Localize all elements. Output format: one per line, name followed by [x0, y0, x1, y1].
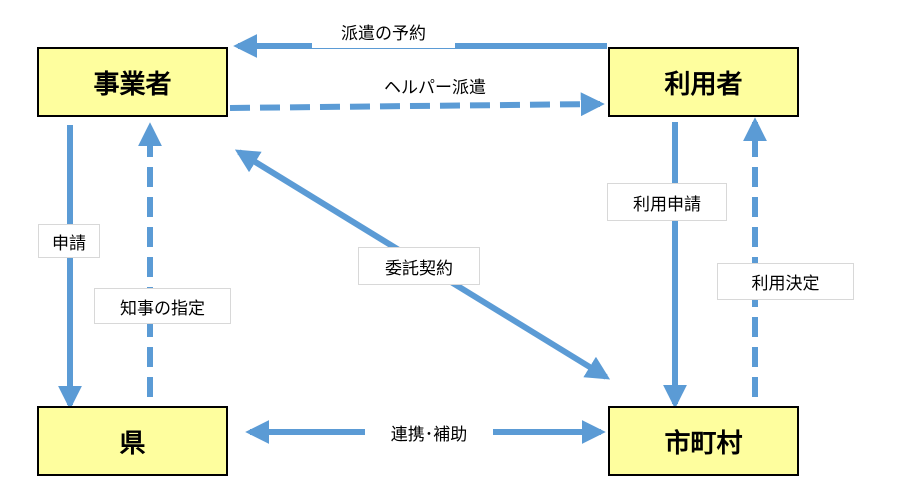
use-application-label: 利用申請: [607, 183, 727, 221]
operator-label: 事業者: [93, 69, 172, 100]
user-label: 利用者: [664, 69, 743, 100]
cooperation-label: 連携･補助: [365, 414, 493, 450]
municipality-box: 市町村: [608, 406, 799, 476]
user-box: 利用者: [608, 47, 799, 117]
helper-dispatch-label: ヘルパー派遣: [350, 71, 520, 99]
use-decision-label: 利用決定: [717, 263, 854, 300]
helper-dispatch-arrow: [229, 92, 605, 117]
designation-label: 知事の指定: [94, 288, 231, 324]
contract-label: 委託契約: [358, 247, 480, 285]
operator-box: 事業者: [37, 47, 228, 117]
application-label: 申請: [38, 224, 100, 258]
reservation-label: 派遣の予約: [312, 14, 455, 48]
prefecture-box: 県: [37, 406, 228, 476]
prefecture-label: 県: [119, 428, 146, 459]
municipality-label: 市町村: [664, 428, 743, 459]
